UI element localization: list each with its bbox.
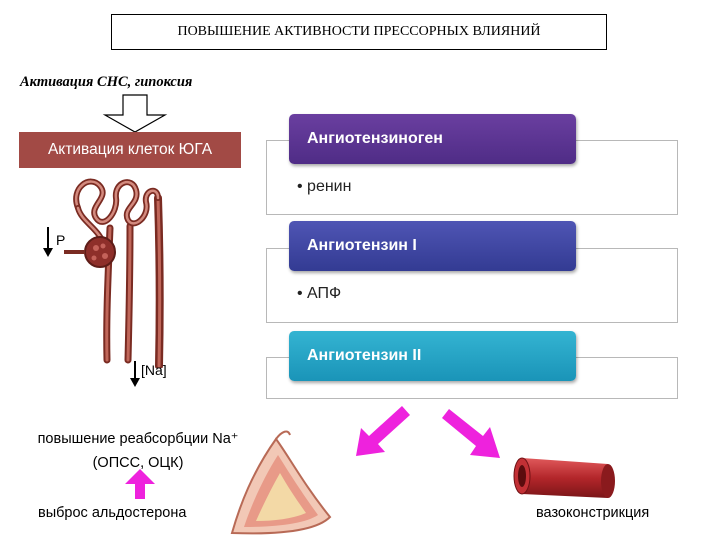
- up-arrow-magenta: [125, 469, 155, 499]
- nephron-illustration: [64, 178, 164, 368]
- stage-angiotensin-2-label: Ангиотензин II: [307, 347, 422, 364]
- reabsorption-line-2: (ОПСС, ОЦК): [92, 455, 184, 471]
- stage-angiotensin-1: Ангиотензин I: [289, 221, 576, 271]
- enzyme-ace: • АПФ: [297, 285, 342, 302]
- juga-activation-box: Активация клеток ЮГА: [19, 132, 241, 168]
- stage-angiotensinogen: Ангиотензиноген: [289, 114, 576, 164]
- arrow-to-adrenal: [356, 406, 410, 456]
- hollow-down-arrow: [102, 94, 168, 133]
- reabsorption-effect: повышение реабсорбции Na⁺ (ОПСС, ОЦК): [18, 427, 258, 475]
- aldosterone-label: выброс альдостерона: [38, 505, 187, 521]
- trigger-label: Активация СНС, гипоксия: [20, 74, 193, 90]
- juga-label: Активация клеток ЮГА: [47, 141, 213, 158]
- pressure-down-arrow: [43, 227, 53, 257]
- reabsorption-line-1: повышение реабсорбции Na⁺: [37, 431, 239, 447]
- diagram-title: ПОВЫШЕНИЕ АКТИВНОСТИ ПРЕССОРНЫХ ВЛИЯНИЙ: [177, 24, 541, 39]
- pressure-label: P: [56, 232, 66, 248]
- title-box: ПОВЫШЕНИЕ АКТИВНОСТИ ПРЕССОРНЫХ ВЛИЯНИЙ: [111, 14, 607, 50]
- stage-angiotensinogen-label: Ангиотензиноген: [307, 130, 443, 147]
- sodium-down-arrow: [130, 361, 140, 387]
- stage-angiotensin-1-label: Ангиотензин I: [307, 237, 417, 254]
- vasoconstriction-label: вазоконстрикция: [536, 505, 650, 521]
- sodium-label: [Na]: [141, 362, 167, 378]
- stage-angiotensin-2: Ангиотензин II: [289, 331, 576, 381]
- adrenal-gland-illustration: [230, 430, 332, 535]
- arrow-to-vessel: [442, 409, 500, 458]
- enzyme-renin: • ренин: [297, 178, 352, 195]
- blood-vessel-illustration: [513, 457, 615, 498]
